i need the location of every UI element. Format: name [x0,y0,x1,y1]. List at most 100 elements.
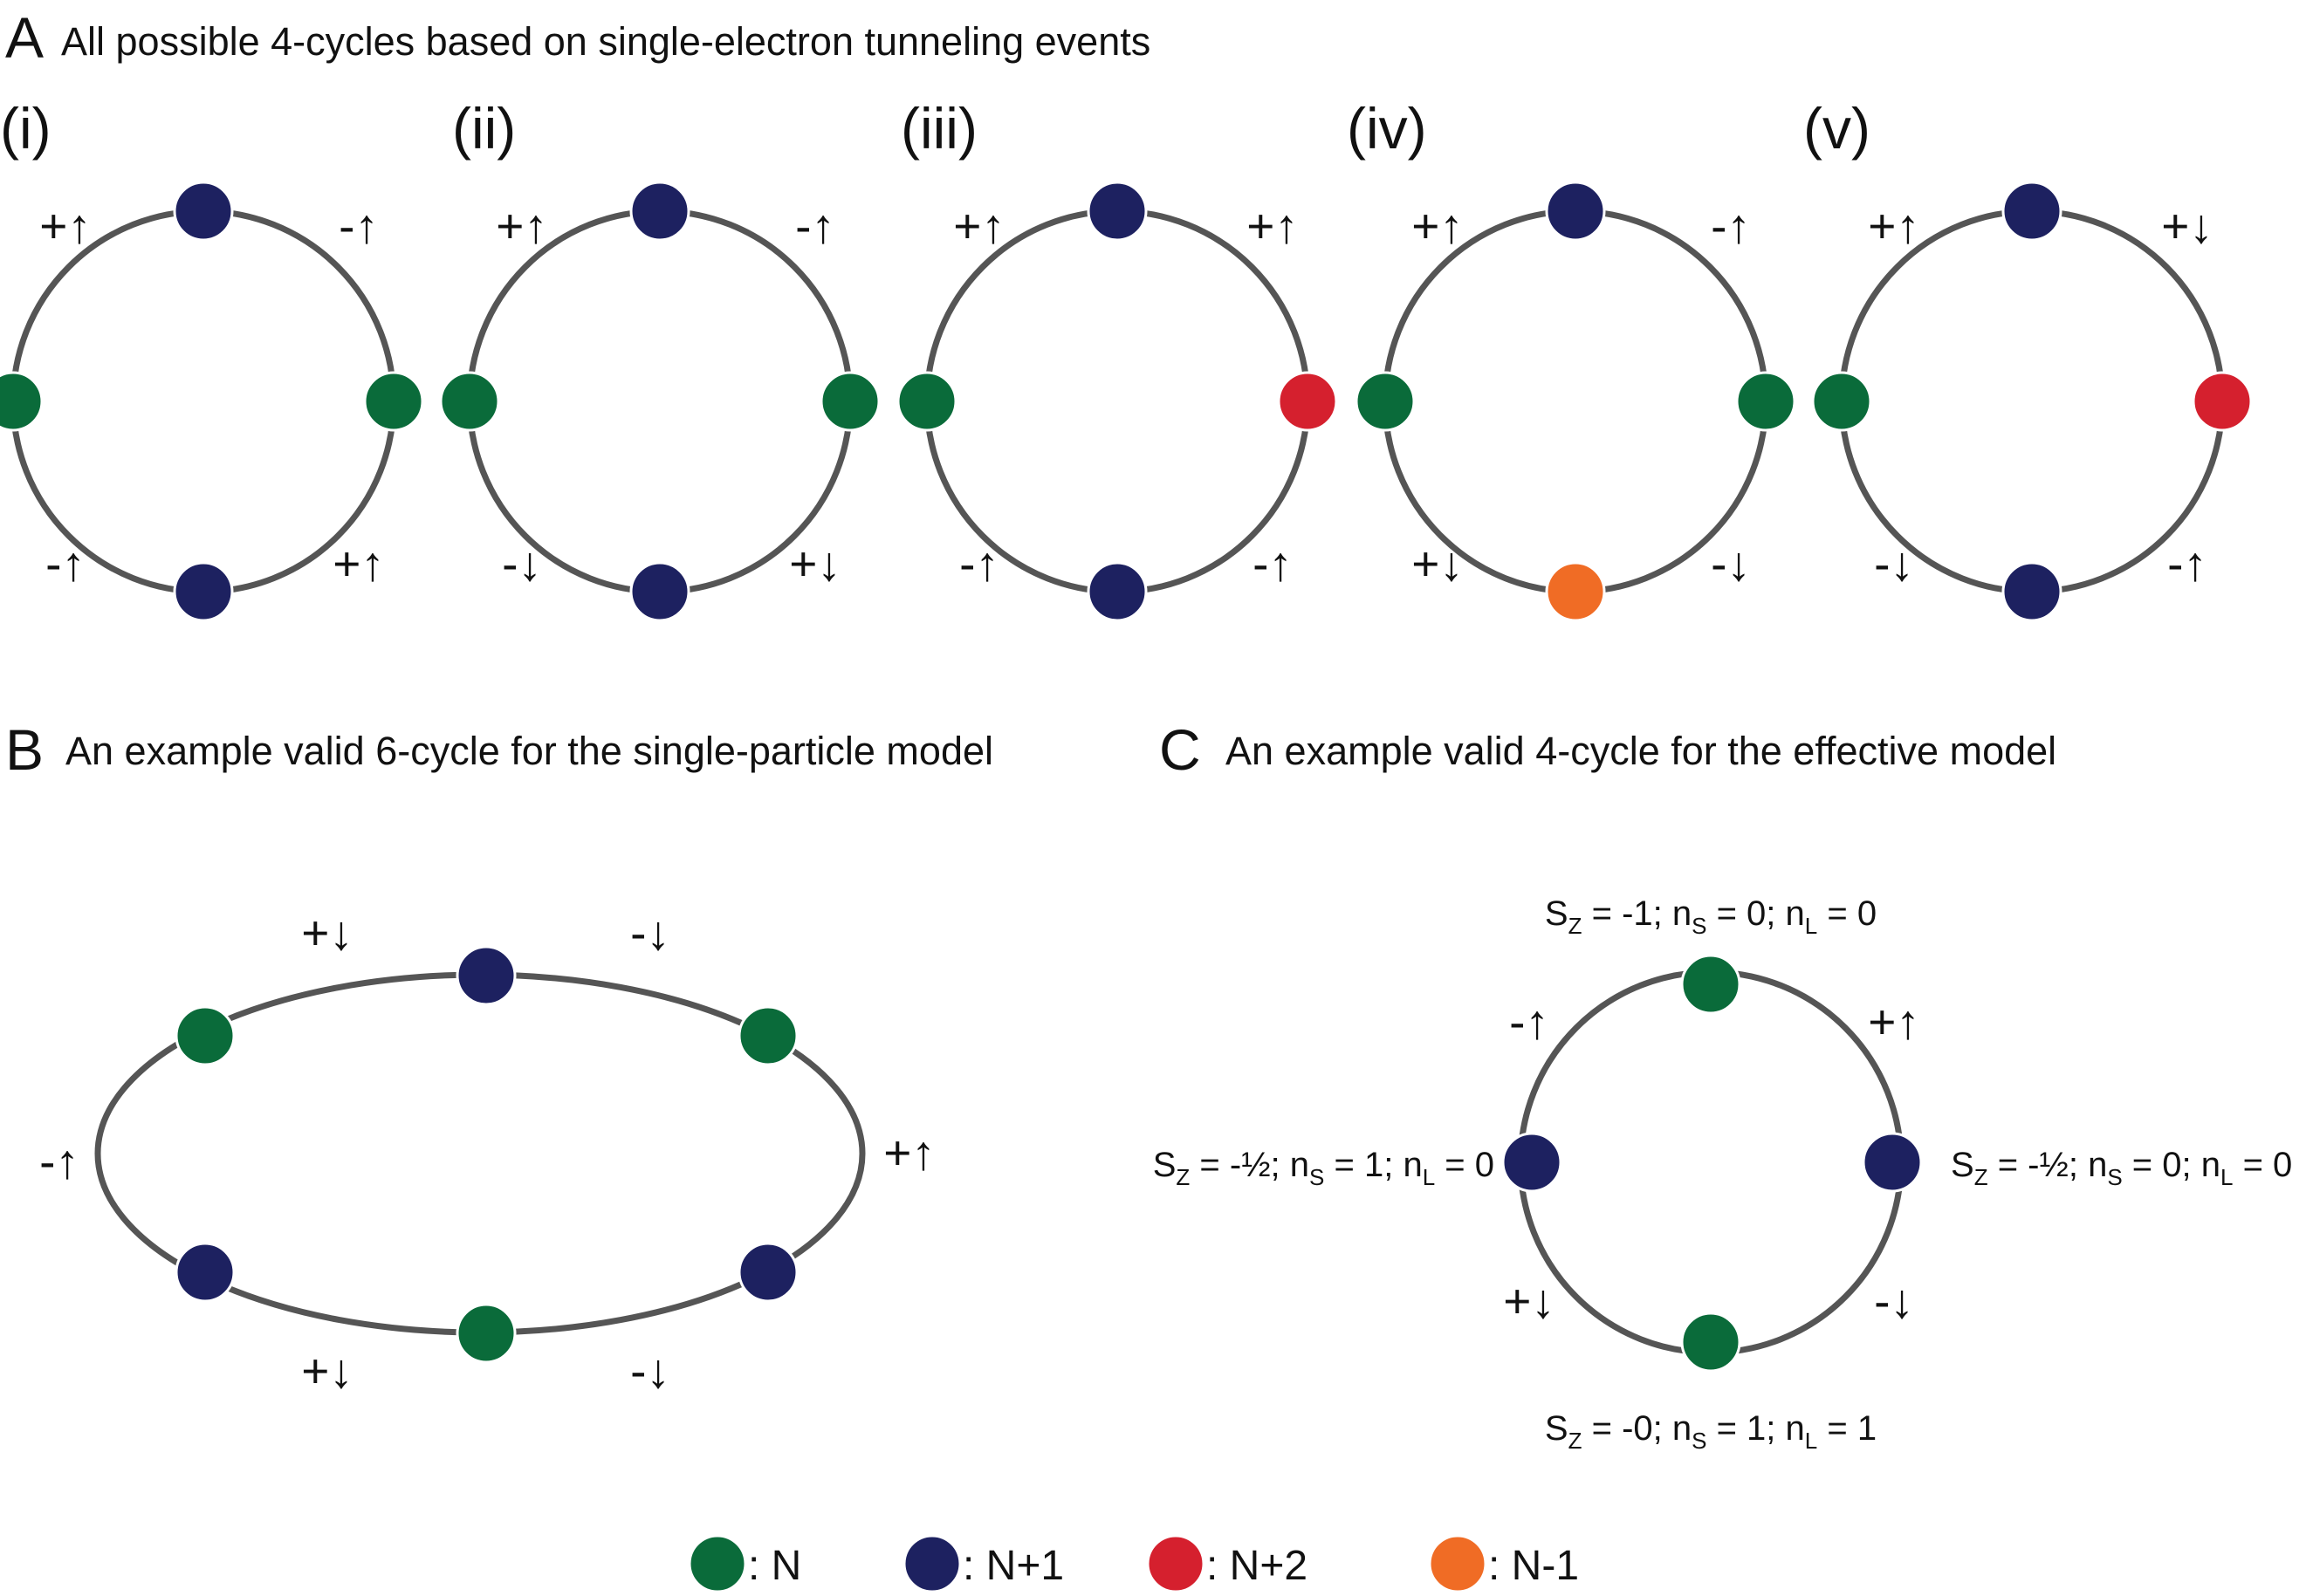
state-nl-sub: L [1805,1428,1817,1454]
edge-label-bottom-left: -↑ [959,537,999,591]
edge-label-right: +↑ [883,1126,936,1180]
state-sz-sub: Z [1974,1164,1988,1190]
cycle-label: (i) [0,96,51,161]
node-left [896,371,957,432]
node-right [363,371,424,432]
edge-label-bottom-right: +↑ [333,537,385,591]
edge-label-top-left: +↓ [301,906,353,960]
edge-label-top-right: +↑ [1868,995,1920,1049]
edge-label-top-left: +↑ [1411,199,1464,253]
node-left [439,371,500,432]
edge-label-bottom-right: +↓ [789,537,841,591]
edge-label-top-left: -↑ [1509,995,1549,1049]
edge-label-bottom-left: -↑ [45,537,86,591]
state-sz-value: = -½; [1988,1146,2089,1184]
cycle-ring [466,208,854,595]
legend-swatch [688,1534,747,1593]
node-top [629,181,690,242]
node-top [1545,181,1606,242]
node-left [1811,371,1872,432]
node-bottom [1680,1312,1741,1373]
cycle-2: (ii) +↑ -↑ -↓ +↓ [439,96,881,622]
edge-label-top-right: +↑ [1246,199,1299,253]
node-lower-left [175,1242,236,1303]
node-bottom [2001,561,2062,622]
state-n: n [1403,1146,1422,1184]
state-sz-value: = -½; [1190,1146,1290,1184]
cycle-4: (iv)+↑-↑+↓-↓ [1347,96,1796,622]
legend-label: : N [748,1543,801,1589]
node-top [1087,181,1148,242]
panel-b-letter: B [5,717,44,782]
edge-label-bottom-right: -↑ [1253,537,1293,591]
cycle-ring [1382,208,1769,595]
cycle-label: (iv) [1347,96,1427,161]
legend-item: : N [688,1534,801,1593]
state-n: n [2088,1146,2107,1184]
state-ns-sub: S [1309,1164,1324,1190]
edge-label-bottom-left: +↓ [1503,1274,1555,1328]
state-s: S [1545,1409,1568,1448]
cycle-ring [923,208,1311,595]
node-bottom [173,561,234,622]
edge-label-bottom-left: +↓ [301,1344,353,1398]
edge-label-bottom-right: -↓ [630,1344,670,1398]
state-label-bottom: SZ = -0; nS = 1; nL = 1 [1545,1409,1877,1454]
cycle-label: (v) [1803,96,1870,161]
node-right [1735,371,1796,432]
state-ns-sub: S [2107,1164,2122,1190]
state-ns-sub: S [1692,913,1706,939]
legend-swatch [1146,1534,1205,1593]
state-n: n [1786,894,1805,933]
panel-a-letter: A [5,5,44,70]
edge-label-bottom-left: -↓ [1874,537,1914,591]
node-top [173,181,234,242]
legend: : N: N+1: N+2: N-1 [688,1534,1579,1593]
node-right [820,371,881,432]
state-nl-sub: L [1423,1164,1435,1190]
node-right [2192,371,2253,432]
edge-label-bottom-left: +↓ [1411,537,1464,591]
edge-label-top-right: -↓ [630,906,670,960]
edge-label-bottom-left: -↓ [502,537,542,591]
node-bottom [456,1303,517,1364]
state-sz-sub: Z [1568,913,1582,939]
state-n: n [1786,1409,1805,1448]
edge-label-top-left: +↑ [1868,199,1920,253]
cycle-label: (iii) [901,96,978,161]
panel-b-title: An example valid 6-cycle for the single-… [65,729,993,773]
edge-label-bottom-right: -↓ [1711,537,1751,591]
edge-label-left: -↑ [39,1134,79,1188]
edge-label-top-right: +↓ [2161,199,2213,253]
cycle-1: (i)+↑-↑-↑+↑ [0,96,424,622]
legend-label: : N-1 [1488,1543,1579,1589]
state-nl-sub: L [1805,913,1817,939]
state-n: n [1672,1409,1692,1448]
state-sz-sub: Z [1568,1428,1582,1454]
state-sz-value: = -0; [1582,1409,1671,1448]
node-bottom [1087,561,1148,622]
state-s: S [1545,894,1568,933]
state-nl-value: = 1 [1817,1409,1877,1448]
node-top [1680,954,1741,1015]
state-nl-value: = 0 [1817,894,1877,933]
node-top [456,945,517,1006]
cycle-label: (ii) [452,96,516,161]
state-label-left: SZ = -½; nS = 1; nL = 0 [1153,1146,1494,1190]
state-nl-sub: L [2220,1164,2233,1190]
cycle-ring [10,208,397,595]
state-ns-value: = 0; [2123,1146,2201,1184]
state-ns-value: = 1; [1706,1409,1785,1448]
edge-label-top-right: -↑ [795,199,835,253]
edge-label-top-left: +↑ [496,199,548,253]
state-n: n [2201,1146,2220,1184]
panel-a-title: All possible 4-cycles based on single-el… [61,19,1150,64]
state-ns-value: = 1; [1324,1146,1403,1184]
legend-swatch [1428,1534,1487,1593]
node-right [1277,371,1338,432]
node-bottom [629,561,690,622]
state-label-top: SZ = -1; nS = 0; nL = 0 [1545,894,1877,939]
panel-c-title: An example valid 4-cycle for the effecti… [1225,729,2056,773]
state-sz-sub: Z [1176,1164,1190,1190]
